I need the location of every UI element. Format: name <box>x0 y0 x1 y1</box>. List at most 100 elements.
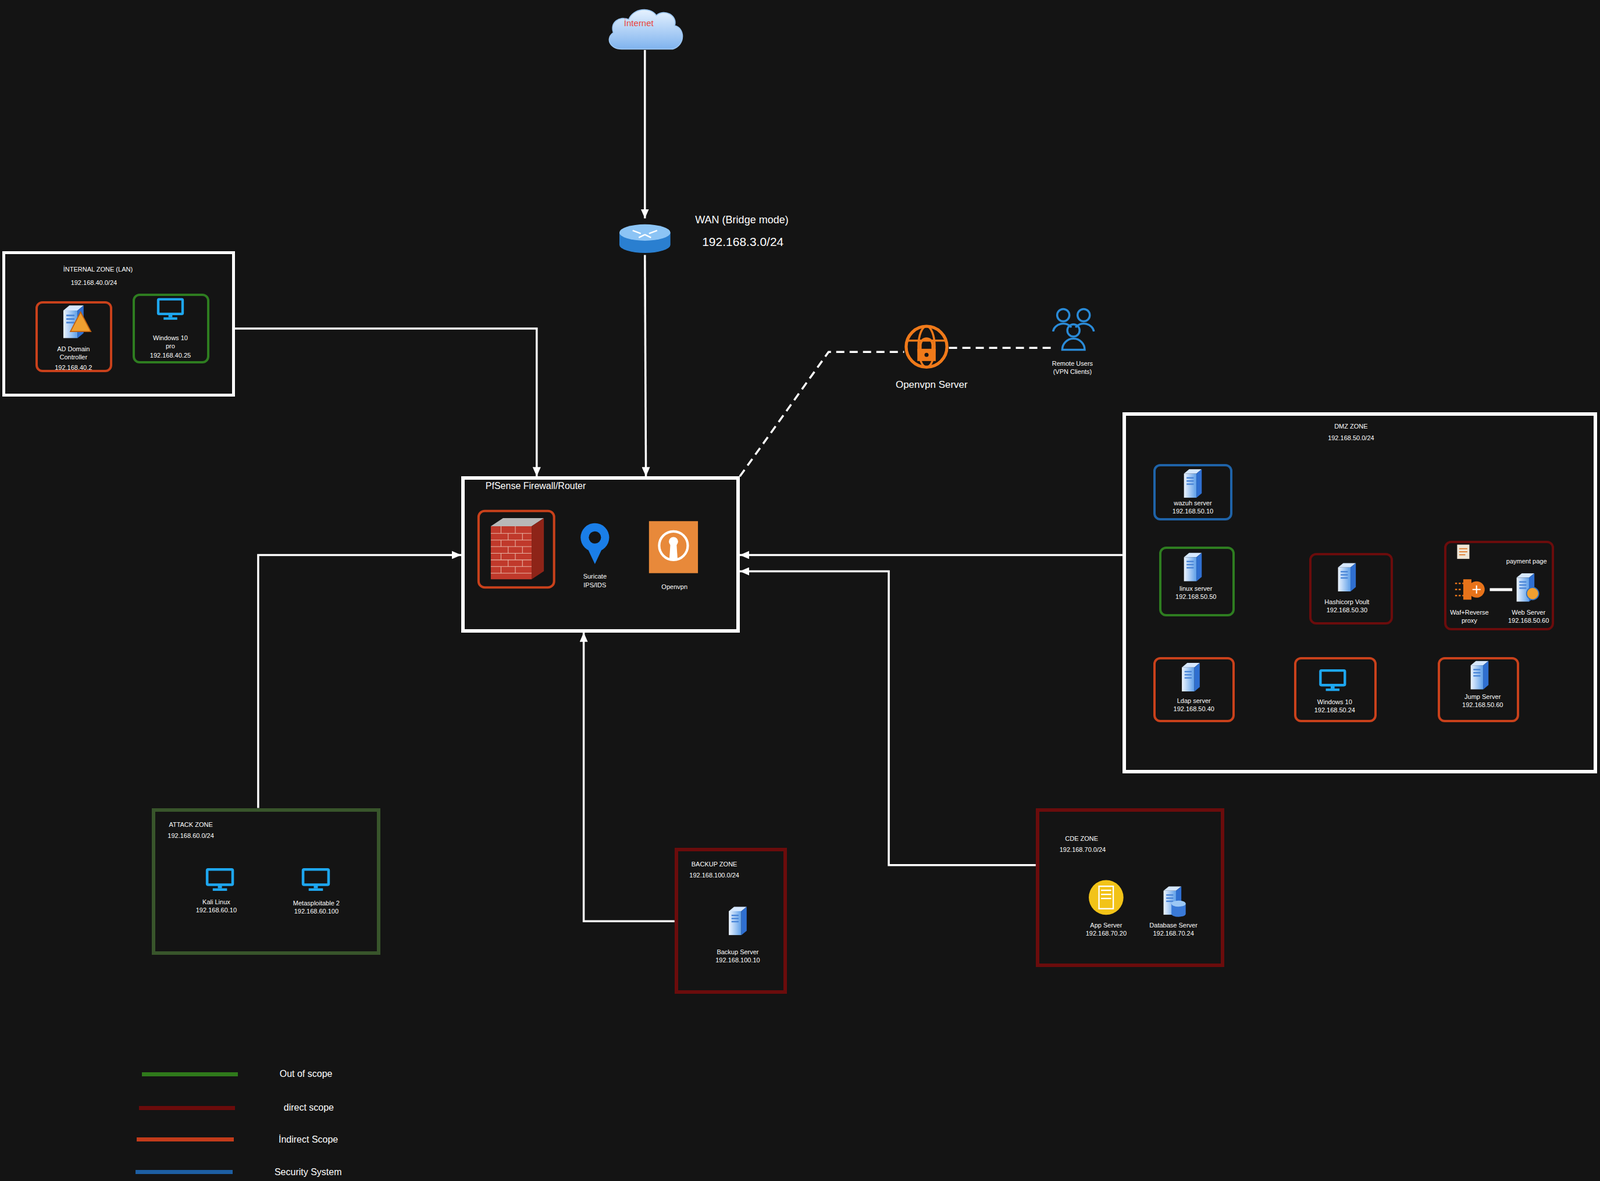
host-node: App Server192.168.70.20 <box>1088 879 1126 917</box>
openvpn-icon <box>649 521 698 573</box>
network-link <box>739 571 1036 866</box>
node-address: 192.168.50.24 <box>1298 706 1371 715</box>
monitor-icon <box>207 869 233 892</box>
group-box: payment pageWaf+Reverse proxyWeb Server1… <box>1444 540 1555 631</box>
monitor-icon <box>1320 670 1345 691</box>
node-address: 192.168.60.100 <box>280 907 352 916</box>
icon-part <box>1459 549 1468 556</box>
icon-part <box>619 232 671 253</box>
legend-text: Security System <box>274 1166 342 1179</box>
node-address: 192.168.40.0/24 <box>52 278 135 287</box>
icon-part <box>580 523 609 552</box>
node-address: 192.168.60.10 <box>185 906 247 915</box>
icon-part <box>531 518 544 580</box>
node-address: 192.168.50.50 <box>1160 592 1232 601</box>
network-link <box>234 328 537 477</box>
node-title: Metasploitable 2 <box>280 899 352 908</box>
node-title: Backup Server <box>701 948 774 957</box>
network-link <box>258 554 462 808</box>
icon-part <box>669 543 678 559</box>
host-box: AD Domain Controller192.168.40.2 <box>35 301 113 373</box>
node-address: 192.168.50.10 <box>1157 507 1229 516</box>
icon-part <box>906 326 947 367</box>
icon-part <box>668 536 679 547</box>
node-title: Windows 10 <box>1298 697 1371 707</box>
node-title: Openvpn Server <box>885 378 978 392</box>
node-title: payment page <box>1495 557 1557 566</box>
node-title: Kali Linux <box>185 898 247 907</box>
node-title: Waf+Reverse proxy <box>1448 608 1492 626</box>
cloud-node: İnternet <box>604 5 686 51</box>
firewall-box: PfSense Firewall/Router <box>461 476 740 633</box>
ad-icon <box>63 305 91 338</box>
server-icon <box>728 906 747 936</box>
zone-box: CDE ZONE192.168.70.0/24App Server192.168… <box>1035 808 1225 968</box>
icon-part <box>1100 890 1112 899</box>
icon-part <box>70 312 91 332</box>
network-link <box>583 632 675 922</box>
firewall-icon <box>478 511 555 589</box>
node-address: 192.168.40.2 <box>43 363 105 372</box>
icon-part <box>1468 581 1485 598</box>
host-node: Kali Linux192.168.60.10 <box>204 867 235 896</box>
legend-swatch <box>136 1137 234 1142</box>
node-address: 192.168.100.10 <box>701 956 774 965</box>
monitor-icon <box>158 299 183 320</box>
zone-box: ATTACK ZONE192.168.60.0/24Kali Linux192.… <box>151 808 381 956</box>
icon-part <box>1057 308 1070 322</box>
icon-part <box>1472 585 1481 594</box>
doc-icon <box>1456 544 1470 560</box>
host-node: Backup Server192.168.100.10 <box>726 906 750 937</box>
host-box: linux server192.168.50.50 <box>1159 546 1235 616</box>
node-title: Jump Server <box>1447 692 1519 701</box>
icon-part <box>1077 308 1090 322</box>
legend-swatch <box>139 1106 235 1111</box>
icon-part <box>920 338 933 350</box>
icon-part <box>1526 587 1539 600</box>
host-box: Jump Server192.168.50.60 <box>1437 657 1520 723</box>
node-address: 192.168.50.30 <box>1308 606 1386 615</box>
web-server-icon <box>1516 573 1539 602</box>
host-box: Ldap server192.168.50.40 <box>1153 657 1235 723</box>
icon-part <box>1456 544 1470 560</box>
icon-part <box>906 339 947 342</box>
node-address: 192.168.100.0/24 <box>673 871 755 880</box>
web-server-node: Web Server192.168.50.60 <box>1512 573 1541 602</box>
node-address: 192.168.70.24 <box>1137 929 1210 938</box>
icon-part <box>658 531 688 561</box>
node-title: WAN (Bridge mode) <box>680 213 804 227</box>
server-icon <box>1184 469 1203 498</box>
app-server-icon <box>1088 880 1124 916</box>
node-address: 192.168.50.60 <box>1447 700 1519 709</box>
node-title: İNTERNAL ZONE (LAN) <box>36 265 160 274</box>
icon-part <box>1067 324 1080 337</box>
node-title: ATTACK ZONE <box>155 820 227 829</box>
host-box: wazuh server192.168.50.10 <box>1153 464 1234 520</box>
icon-part <box>1075 323 1095 332</box>
server-icon <box>1184 553 1203 582</box>
legend-text: Out of scope <box>279 1068 333 1081</box>
waf-node: Waf+Reverse proxy <box>1459 576 1491 604</box>
node-address: 192.168.50.40 <box>1157 704 1230 714</box>
server-icon <box>1338 562 1357 592</box>
network-link <box>1490 588 1513 592</box>
icon-part <box>63 305 84 338</box>
router-icon <box>619 224 671 253</box>
server-icon <box>1181 663 1200 692</box>
icon-part <box>490 526 532 574</box>
node-title: CDE ZONE <box>1045 834 1118 843</box>
network-link <box>645 255 647 477</box>
node-title: Web Server <box>1502 608 1555 617</box>
node-address: 192.168.50.60 <box>1502 616 1555 625</box>
icon-part <box>1516 573 1535 602</box>
icon-part <box>1171 903 1186 918</box>
host-node: Metasploitable 2192.168.60.100 <box>301 867 333 896</box>
users-icon <box>1053 308 1095 350</box>
zone-box: DMZ ZONE192.168.50.0/24wazuh server192.1… <box>1122 412 1598 774</box>
icon-part <box>585 544 605 565</box>
icon-part <box>924 353 929 358</box>
node-title: Database Server <box>1137 921 1210 930</box>
node-title: BACKUP ZONE <box>673 860 755 869</box>
